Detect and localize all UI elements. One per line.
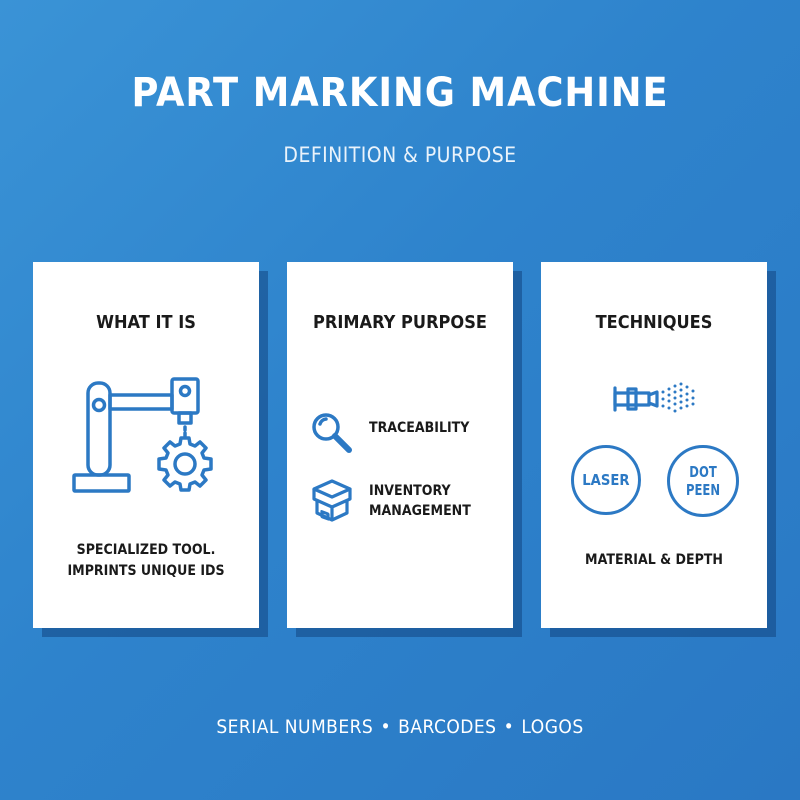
badge-label-line: DOT — [689, 463, 717, 481]
badge-label: LASER — [582, 471, 630, 489]
footer-item: LOGOS — [521, 716, 584, 738]
badge-label-line: PEEN — [685, 481, 721, 499]
footer-separator: • — [380, 716, 391, 738]
page-subtitle: DEFINITION & PURPOSE — [283, 143, 517, 167]
footer-separator: • — [503, 716, 515, 738]
card-description: MATERIAL & DEPTH — [585, 552, 723, 568]
purpose-label: TRACEABILITY — [369, 420, 470, 436]
footer-item: BARCODES — [398, 716, 497, 738]
magnifier-icon — [309, 410, 355, 456]
card-what-it-is: WHAT IT IS SPECIALIZED TOOL. IMPRINTS UN… — [33, 262, 259, 628]
box-icon — [309, 477, 355, 523]
page-title: PART MARKING MACHINE — [131, 70, 669, 116]
technique-badge-dot-peen: DOT PEEN — [667, 445, 739, 517]
technique-badge-laser: LASER — [571, 445, 641, 515]
footer-tagline: SERIAL NUMBERS • BARCODES • LOGOS — [40, 716, 760, 738]
card-primary-purpose: PRIMARY PURPOSE TRACEABILITY INVENTORY M… — [287, 262, 513, 628]
card-techniques: TECHNIQUES LASER DOT PEEN MATERIAL & DEP… — [541, 262, 767, 628]
card-title: TECHNIQUES — [595, 312, 713, 333]
description-line: SPECIALIZED TOOL. — [76, 542, 216, 558]
footer-item: SERIAL NUMBERS — [216, 716, 374, 738]
description-line: IMPRINTS UNIQUE IDS — [67, 563, 225, 579]
card-description: SPECIALIZED TOOL. IMPRINTS UNIQUE IDS — [44, 540, 247, 582]
card-title: PRIMARY PURPOSE — [313, 312, 487, 333]
purpose-label: INVENTORY MANAGEMENT — [369, 483, 471, 519]
spray-nozzle-icon — [611, 380, 707, 426]
robot-arm-icon — [71, 377, 221, 517]
card-title: WHAT IT IS — [96, 312, 196, 333]
